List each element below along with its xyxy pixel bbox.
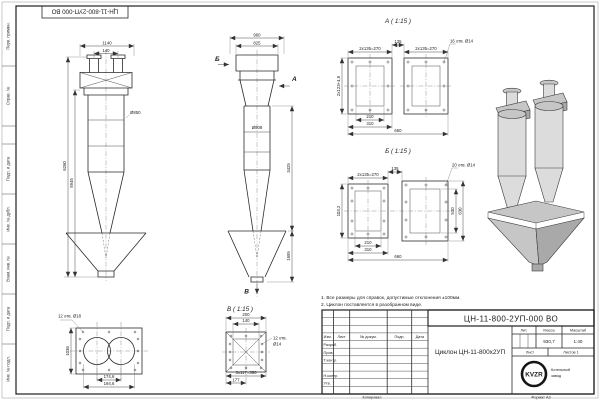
view-v-dim-inner-sq: 140: [242, 318, 250, 323]
org-name-line-1: Котельный: [551, 368, 570, 372]
front-dim-body-dia: Ø850: [130, 110, 141, 115]
section-b-dim-total-w: 660: [394, 254, 402, 259]
view-v-holes-note-big: 12 отв. Ø18: [58, 314, 82, 319]
front-view: 1140 140 6260 5945 Ø850: [62, 40, 147, 281]
note-line-1: 1. Все размеры для справок, допустимые о…: [321, 295, 461, 301]
title-block-row-razrab: Разраб.: [324, 343, 338, 347]
section-b-dim-top: 2x135=270: [357, 172, 379, 177]
footer-copied-label: Копировал: [362, 395, 381, 399]
title-block-col-podp: Подп.: [394, 335, 404, 339]
footer-format-label: Формат А3: [531, 395, 550, 399]
notes: 1. Все размеры для справок, допустимые о…: [321, 295, 461, 308]
view-v-dim-length: 1036: [65, 346, 70, 356]
view-v-flange-holes: [228, 334, 264, 370]
view-v-dim-outer-sq: 200: [242, 312, 250, 317]
side-dim-body-dia: Ø808: [252, 125, 263, 130]
front-dim-body-height: 5945: [69, 178, 74, 188]
side-dim-box-width: 825: [253, 40, 261, 45]
view-arrow-label-a: А: [291, 76, 297, 83]
view-arrow-label-v: В: [244, 289, 249, 296]
title-block-sheets-label: Листов 1: [563, 350, 579, 354]
side-view: 960 825 3425 1695 Ø808 Б А В: [215, 32, 297, 298]
side-dim-cyl-height: 3425: [286, 163, 291, 173]
isometric-view: [487, 79, 585, 272]
side-dim-hopper-height: 1695: [286, 251, 291, 261]
side-dim-top-width: 960: [253, 32, 261, 37]
title-block-row-tkontr: Т.контр.: [324, 359, 338, 363]
margin-label-inv-podl: Инв. № подл.: [6, 356, 11, 382]
title-block-mass-label: Масса: [543, 329, 555, 333]
margin-label-sprav-no: Справ. №: [6, 86, 11, 105]
title-block-mass-value: 930,7: [543, 339, 555, 344]
section-a-holes-note: 16 отв. Ø14: [450, 39, 474, 44]
title-block-row-utv: Утв.: [324, 381, 331, 385]
front-dim-stub-pitch: 140: [102, 48, 110, 53]
section-a-view: А ( 1:15 ) 2x135=270 135 2x135=270 16 от…: [336, 18, 474, 137]
view-v-dim-bolt-pitch: 3x117=350: [235, 370, 257, 375]
margin-label-inv-dubl: Инв. № дубл.: [6, 206, 11, 231]
front-dim-top-width: 1140: [102, 40, 112, 45]
section-b-dim-left-vert: 103,2: [336, 205, 341, 216]
title-block-col-izm: Изм.: [324, 335, 332, 339]
margin-label-podp-data-2: Подп. и дата: [6, 306, 11, 331]
section-b-dim-gap: 135: [391, 166, 399, 171]
section-a-title: А ( 1:15 ): [384, 18, 411, 25]
section-b-view: Б ( 1:15 ) 2x135=270 135 20 отв. Ø14 103…: [336, 148, 476, 263]
section-a-dim-inner-w: 210: [366, 114, 374, 119]
title-block: ЦН-11-800-2УП-000 ВО Циклон ЦН-11-800х2У…: [321, 309, 595, 395]
title-block-sheet-label: Лист: [526, 350, 535, 354]
sheet-footer: Копировал Формат А3: [362, 395, 550, 399]
view-v: В ( 1:15 ) 12 отв. Ø18 1036 174,6 194,6: [58, 306, 287, 390]
section-b-dim-outer-h: 630: [458, 207, 463, 215]
title-block-col-data: Дата: [416, 335, 425, 339]
top-stamp-text: ЦН-11-800-2УП-000 ВО: [52, 8, 119, 15]
company-logo-ring: [520, 360, 548, 388]
section-a-bolt-holes: [350, 60, 446, 112]
top-stamp: ЦН-11-800-2УП-000 ВО: [41, 5, 129, 19]
section-b-dim-inner-h: 530: [450, 207, 455, 215]
section-a-dim-outer-w: 310: [366, 121, 374, 126]
margin-column: Перв. примен. Справ. № Подп. и дата Инв.…: [2, 22, 16, 382]
view-v-dim-outer-pitch: 194,6: [104, 381, 115, 386]
view-arrow-label-b: Б: [215, 56, 220, 63]
margin-label-vzam-inv: Взам. инв. №: [6, 256, 11, 282]
section-a-dim-total-w: 660: [394, 128, 402, 133]
title-block-col-doc: № докум.: [360, 335, 377, 339]
section-a-dim-top-right: 2x135=270: [415, 46, 437, 51]
title-block-scale-label: Масштаб: [570, 329, 587, 333]
title-block-scale-value: 1:40: [574, 339, 583, 344]
title-block-designation: ЦН-11-800-2УП-000 ВО: [464, 315, 558, 324]
company-logo-text: KVZR: [525, 371, 543, 378]
view-v-holes-note-small-2: Ø14: [273, 342, 282, 347]
section-b-holes-note: 20 отв. Ø14: [452, 163, 476, 168]
section-b-title: Б ( 1:15 ): [385, 148, 411, 155]
note-line-2: 2. Циклон поставляется в разобранном вид…: [321, 302, 422, 308]
view-v-title: В ( 1:15 ): [227, 306, 253, 313]
title-block-col-list: Лист: [337, 335, 346, 339]
view-v-dim-center-pitch: 174,6: [104, 374, 115, 379]
view-v-bolt-holes: [78, 330, 140, 372]
title-block-row-nkontr: Н.контр.: [324, 374, 339, 378]
section-b-bolt-holes: [350, 183, 448, 239]
section-a-dim-gap: 135: [394, 39, 402, 44]
title-block-row-prov: Пров.: [324, 351, 334, 355]
section-b-dim-inner-w: 210: [364, 240, 372, 245]
section-a-dim-left-vert: 2x123+4,5: [336, 75, 341, 96]
section-b-dim-outer-w: 310: [364, 247, 372, 252]
title-block-lit-label: Лит.: [521, 329, 528, 333]
title-block-product-name: Циклон ЦН-11-800х2УП: [435, 349, 506, 356]
front-dim-total-height: 6260: [62, 161, 67, 171]
org-name-line-2: завод: [551, 374, 562, 378]
margin-label-podp-data-1: Подп. и дата: [6, 156, 11, 181]
view-v-dim-half: 177: [232, 377, 240, 382]
section-a-dim-top-left: 2x135=270: [359, 46, 381, 51]
margin-label-perv-primen: Перв. примен.: [6, 22, 11, 49]
view-v-holes-note-small-1: 12 отв.: [273, 336, 287, 341]
